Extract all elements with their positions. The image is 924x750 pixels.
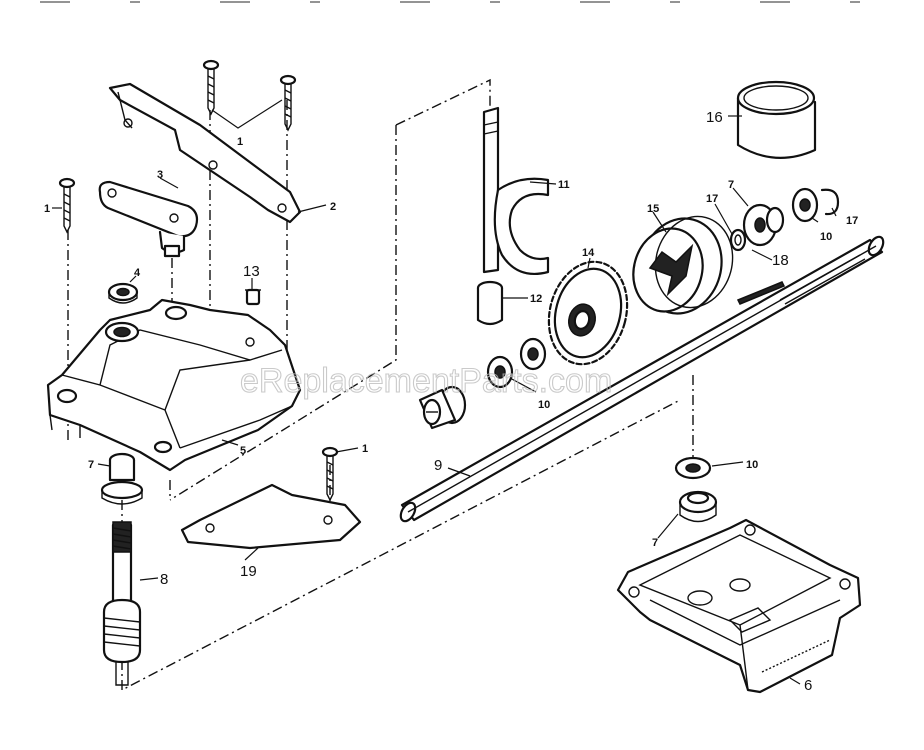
washer-part-4 bbox=[107, 282, 139, 304]
screw-part-1-a bbox=[202, 59, 220, 116]
bushing-part-7-low bbox=[678, 490, 718, 523]
callout-11: 11 bbox=[558, 179, 570, 191]
callout-1-mid: 1 bbox=[362, 443, 368, 455]
bracket-part-2 bbox=[108, 82, 302, 224]
washer-part-10-low bbox=[674, 456, 712, 480]
callout-3: 3 bbox=[157, 169, 163, 181]
callout-13: 13 bbox=[243, 263, 260, 280]
housing-part-5 bbox=[46, 298, 302, 472]
screw-part-1-b bbox=[279, 74, 297, 132]
axle-part-9 bbox=[399, 235, 885, 523]
hub-part-7-right bbox=[742, 203, 785, 247]
callout-9: 9 bbox=[434, 457, 442, 474]
lever-part-3 bbox=[98, 180, 199, 258]
collar-part-12 bbox=[476, 280, 504, 326]
bushing-part-7-left bbox=[100, 452, 144, 505]
plate-part-19 bbox=[180, 483, 362, 550]
washer-part-17-a bbox=[729, 228, 747, 252]
hub-part-7-mid bbox=[418, 385, 467, 430]
callout-12: 12 bbox=[530, 293, 542, 305]
key-part-18 bbox=[736, 281, 786, 305]
clip-part-17-b bbox=[820, 188, 840, 216]
callout-16: 16 bbox=[706, 109, 723, 126]
worm-shaft-part-8 bbox=[102, 521, 142, 686]
leader-lines bbox=[52, 99, 837, 685]
callout-6: 6 bbox=[804, 677, 812, 694]
gear-part-14 bbox=[547, 260, 629, 366]
callout-5: 5 bbox=[240, 445, 246, 457]
callout-8: 8 bbox=[160, 571, 168, 588]
callout-17-b: 17 bbox=[846, 215, 858, 227]
screw-part-1-d bbox=[321, 446, 339, 502]
callout-1-left: 1 bbox=[44, 203, 50, 215]
callout-2: 2 bbox=[330, 201, 336, 213]
callout-labels: 1 2 3 1 4 13 5 7 8 1 19 11 12 14 15 16 1… bbox=[44, 109, 858, 694]
plug-part-13 bbox=[245, 288, 261, 306]
callout-17-a: 17 bbox=[706, 193, 718, 205]
callout-18: 18 bbox=[772, 252, 789, 269]
callout-10-mid: 10 bbox=[538, 399, 550, 411]
callout-7-right: 7 bbox=[728, 179, 734, 191]
case-part-6 bbox=[616, 518, 862, 694]
shift-fork-part-11 bbox=[482, 106, 550, 276]
callout-10-top: 10 bbox=[820, 231, 832, 243]
callout-19: 19 bbox=[240, 563, 257, 580]
callout-15: 15 bbox=[647, 203, 659, 215]
callout-7-low: 7 bbox=[652, 537, 658, 549]
callout-14: 14 bbox=[582, 247, 595, 259]
callout-1-top: 1 bbox=[237, 136, 243, 148]
washer-part-10-mid bbox=[486, 337, 547, 389]
pulley-part-15 bbox=[632, 215, 734, 315]
washer-part-10-top bbox=[791, 187, 819, 223]
callout-10-low: 10 bbox=[746, 459, 758, 471]
watermark-text: eReplacementParts.com bbox=[240, 362, 612, 400]
sleeve-part-16 bbox=[736, 80, 817, 159]
callout-7-left: 7 bbox=[88, 459, 94, 471]
callout-4: 4 bbox=[134, 267, 141, 279]
screw-part-1-c bbox=[58, 177, 76, 234]
